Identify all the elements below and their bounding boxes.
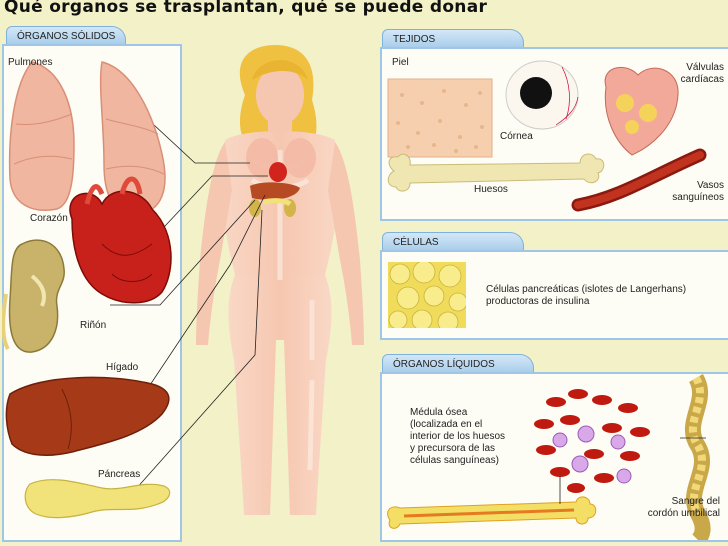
liver-illustration [5, 376, 170, 457]
label-cornea: Córnea [500, 131, 533, 142]
page-title: Qué organos se trasplantan, qué se puede… [4, 0, 488, 17]
label-rinon: Riñón [80, 320, 107, 331]
tab-organos-liquidos: ÓRGANOS LÍQUIDOS [382, 354, 534, 373]
bone-marrow-illustration [387, 496, 597, 529]
left-arm-illustration [196, 142, 232, 345]
umbilical-cord-illustration [684, 373, 711, 540]
medula-label-1: Médula ósea [410, 407, 468, 418]
medula-label-4: y precursora de las [410, 443, 496, 454]
label-pancreas: Páncreas [98, 469, 141, 480]
label-pulmones: Pulmones [8, 57, 53, 68]
tab-tejidos: TEJIDOS [382, 29, 524, 48]
medula-label-3: interior de los huesos [410, 431, 506, 442]
label-huesos: Huesos [474, 184, 508, 195]
label-valvulas-1: Válvulas [686, 62, 724, 73]
eye-illustration [505, 60, 579, 130]
label-valvulas-2: cardíacas [680, 74, 724, 85]
pancreatic-cells-illustration [388, 262, 466, 328]
bone-illustration [387, 153, 605, 192]
solid-organs-art [2, 61, 172, 519]
skin-illustration [387, 78, 493, 158]
heart-valves-illustration [604, 66, 679, 156]
label-sangre-1: Sangre del [671, 496, 720, 507]
blood-vessel-illustration [571, 148, 707, 212]
pancreas-illustration [24, 479, 171, 519]
label-corazon: Corazón [30, 213, 68, 224]
blood-cells-illustration [534, 389, 650, 493]
label-piel: Piel [392, 57, 409, 68]
body-heart-illustration [269, 162, 287, 182]
heart-illustration [69, 176, 172, 304]
liquid-organs-art [387, 373, 711, 540]
tissues-art [387, 60, 707, 212]
celulas-description-1: Células pancreáticas (islotes de Langerh… [486, 284, 687, 295]
right-arm-illustration [328, 142, 364, 345]
body-liver-illustration [250, 182, 300, 200]
label-vasos-1: Vasos [696, 180, 724, 191]
kidney-illustration [2, 239, 65, 353]
celulas-description-2: productoras de insulina [486, 296, 590, 307]
label-vasos-2: sanguíneos [672, 192, 724, 203]
lungs-illustration [8, 61, 166, 215]
medula-label-2: (localizada en el [410, 419, 483, 430]
medula-label-5: células sanguíneas) [410, 455, 499, 466]
tab-celulas: CÉLULAS [382, 232, 524, 251]
label-higado: Hígado [106, 362, 139, 373]
legs-illustration [228, 275, 332, 515]
label-sangre-2: cordón umbilical [647, 508, 720, 519]
head-illustration [256, 65, 304, 125]
